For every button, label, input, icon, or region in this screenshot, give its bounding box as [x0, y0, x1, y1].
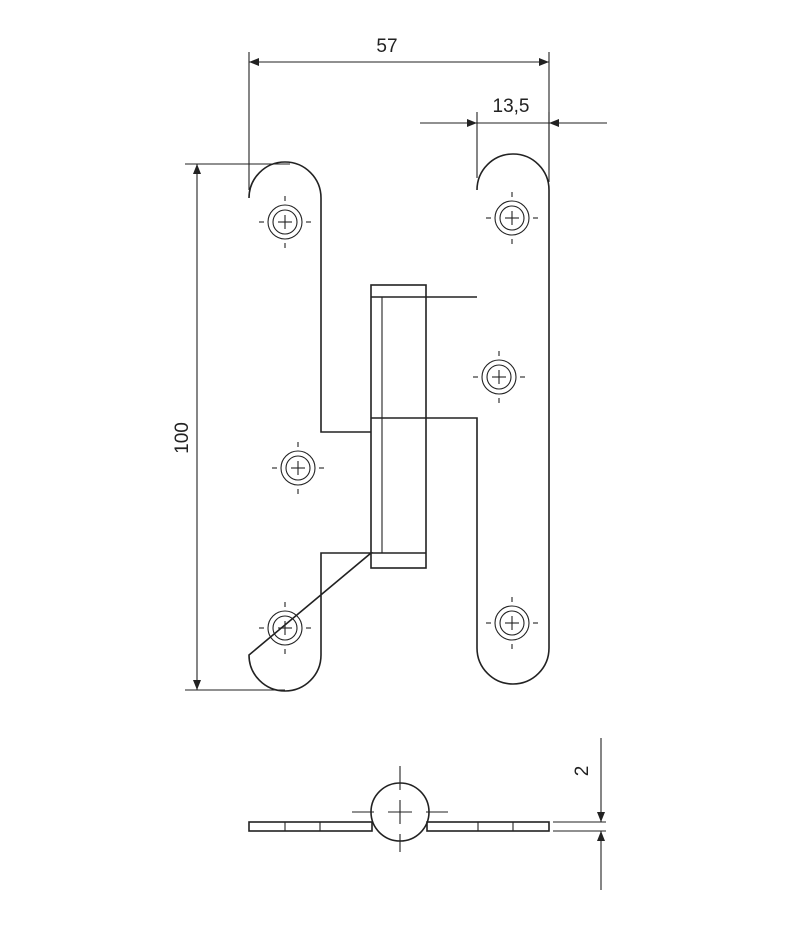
screw-holes — [258, 191, 539, 655]
bottom-view — [248, 766, 550, 852]
dimension-thickness-label: 2 — [572, 766, 593, 777]
screw-hole-icon — [271, 441, 325, 495]
hinge-knuckle — [370, 284, 427, 569]
dimension-width-label: 57 — [376, 36, 397, 57]
screw-hole-icon — [485, 191, 539, 245]
left-leaf — [248, 161, 374, 692]
dimension-leaf-width-label: 13,5 — [493, 96, 530, 117]
dimension-height: 100 — [172, 163, 290, 691]
dimension-thickness: 2 — [553, 738, 606, 890]
hinge-outline — [248, 153, 550, 692]
screw-hole-icon — [485, 596, 539, 650]
right-leaf — [426, 153, 550, 685]
dimension-leaf-width: 13,5 — [420, 96, 607, 178]
screw-hole-icon — [472, 350, 526, 404]
screw-hole-icon — [258, 195, 312, 249]
dimension-height-label: 100 — [172, 422, 193, 454]
